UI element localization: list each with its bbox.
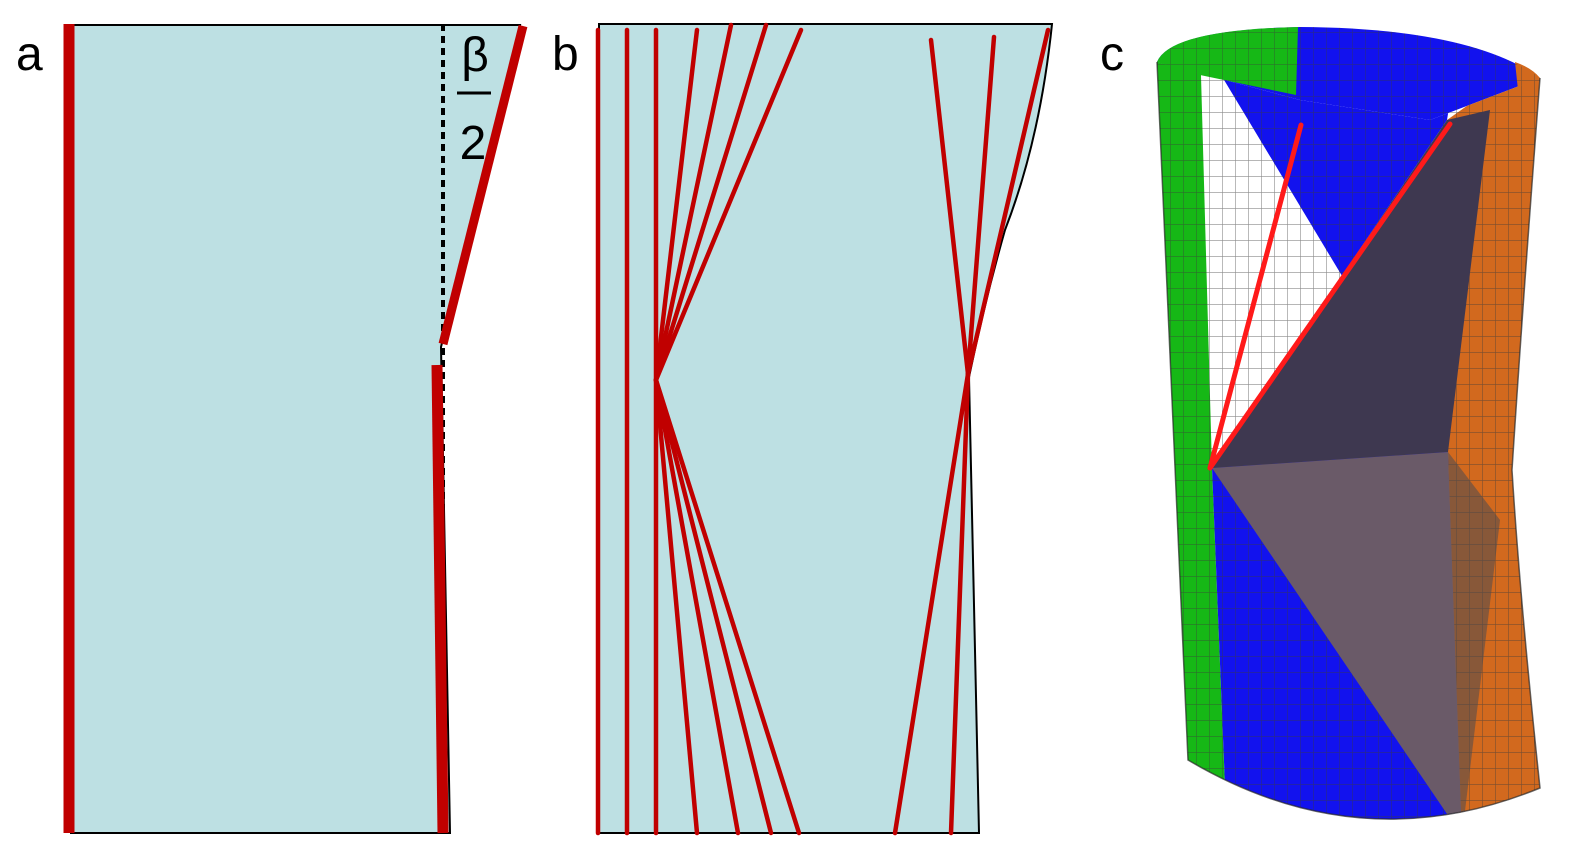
panel-label-b: b	[552, 28, 579, 81]
crease-line	[653, 377, 700, 836]
crease-fan-right	[892, 27, 1051, 836]
crease-line	[653, 377, 774, 836]
panel-label-a: a	[16, 28, 43, 81]
beta-half-label: β 2	[457, 29, 491, 170]
crease-line	[965, 34, 997, 377]
front-surface	[1157, 62, 1540, 820]
crease-line	[653, 22, 769, 383]
crease-line	[653, 27, 700, 383]
lower-vertical-crease	[431, 364, 449, 834]
crease-line	[948, 371, 971, 836]
crease-line	[965, 27, 1051, 377]
fraction-denominator: 2	[460, 117, 487, 170]
surface-outline	[1156, 61, 1541, 820]
paper-sheet-a	[70, 24, 522, 834]
crease-line	[653, 22, 734, 383]
crease-line	[1207, 122, 1304, 471]
crease-line	[1207, 121, 1453, 471]
panel-c: c	[1100, 27, 1541, 820]
crease-line	[653, 377, 741, 836]
inner-back-mesh	[1157, 27, 1540, 120]
beta-symbol: β	[461, 29, 489, 82]
panel-a: a β 2	[16, 24, 528, 834]
crease-line	[653, 27, 804, 383]
crease-line	[653, 377, 802, 836]
facet-upper	[1212, 110, 1490, 468]
panel-label-c: c	[1100, 28, 1124, 81]
crease-fan-left	[595, 22, 804, 836]
facet-lower-shadow	[1448, 452, 1500, 820]
surface-creases	[1207, 121, 1453, 471]
crease-line	[928, 37, 971, 377]
crease-line	[892, 371, 971, 836]
upper-tilted-crease	[438, 24, 528, 346]
facet-lower	[1212, 452, 1462, 820]
panel-b: b	[552, 22, 1054, 836]
